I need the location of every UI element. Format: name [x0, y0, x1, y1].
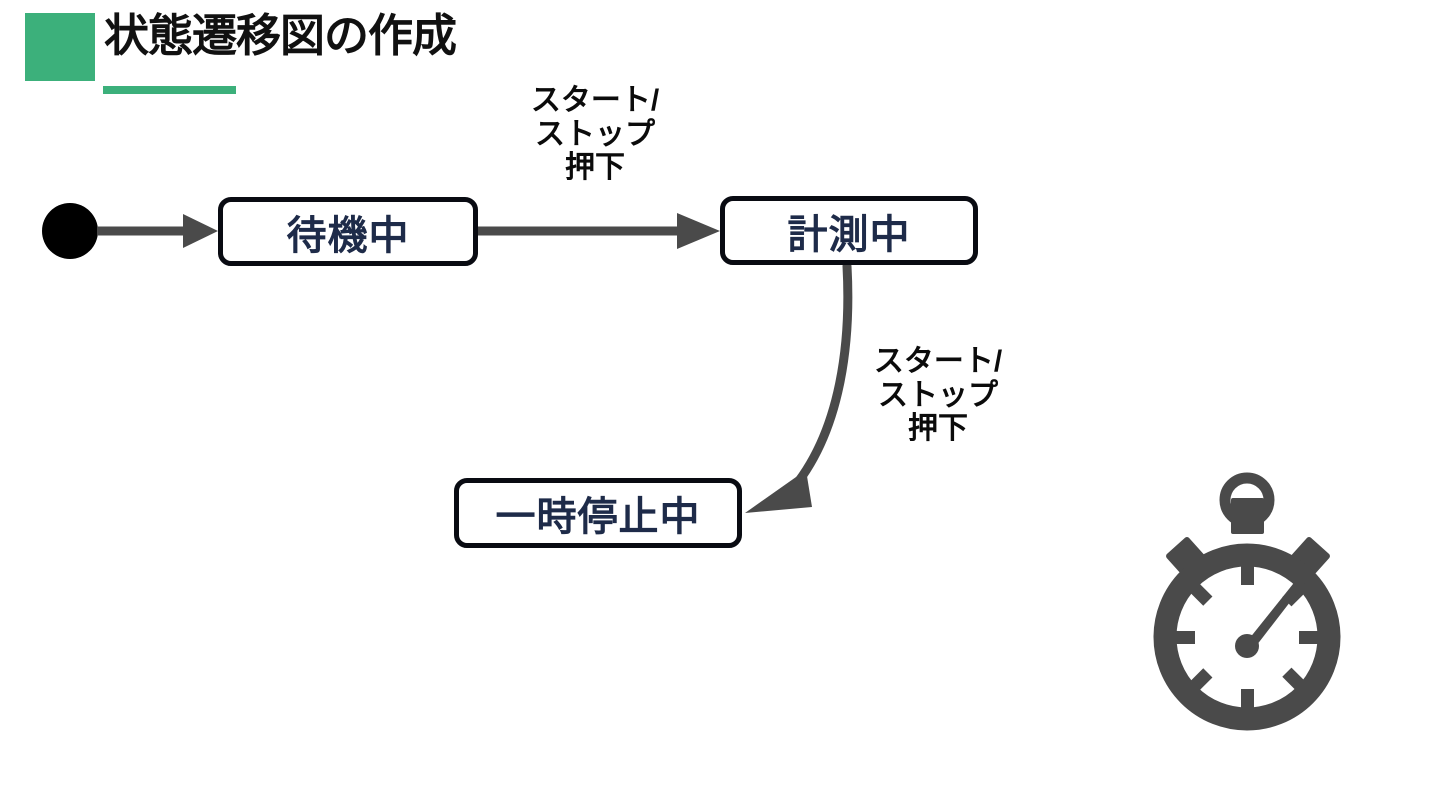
stopwatch-icon: [1153, 472, 1341, 731]
edge-label-running-to-paused: スタート/ ストップ 押下: [873, 345, 1003, 446]
initial-state-circle: [42, 203, 98, 259]
title-accent-marker: [25, 13, 95, 81]
title-underline: [103, 86, 236, 94]
arrow-initial-to-idle: [97, 214, 218, 248]
arrow-running-to-paused: [745, 261, 853, 513]
state-node-paused[interactable]: 一時停止中: [454, 478, 742, 548]
state-node-label: 一時停止中: [495, 495, 701, 539]
state-node-label: 待機中: [286, 213, 410, 258]
state-node-running[interactable]: 計測中: [720, 196, 978, 265]
edge-label-idle-to-running: スタート/ ストップ 押下: [530, 84, 660, 185]
page-title: 状態遷移図の作成: [104, 10, 457, 61]
state-node-label: 計測中: [787, 212, 911, 257]
arrow-idle-to-running: [478, 213, 720, 249]
state-node-idle[interactable]: 待機中: [218, 197, 478, 266]
